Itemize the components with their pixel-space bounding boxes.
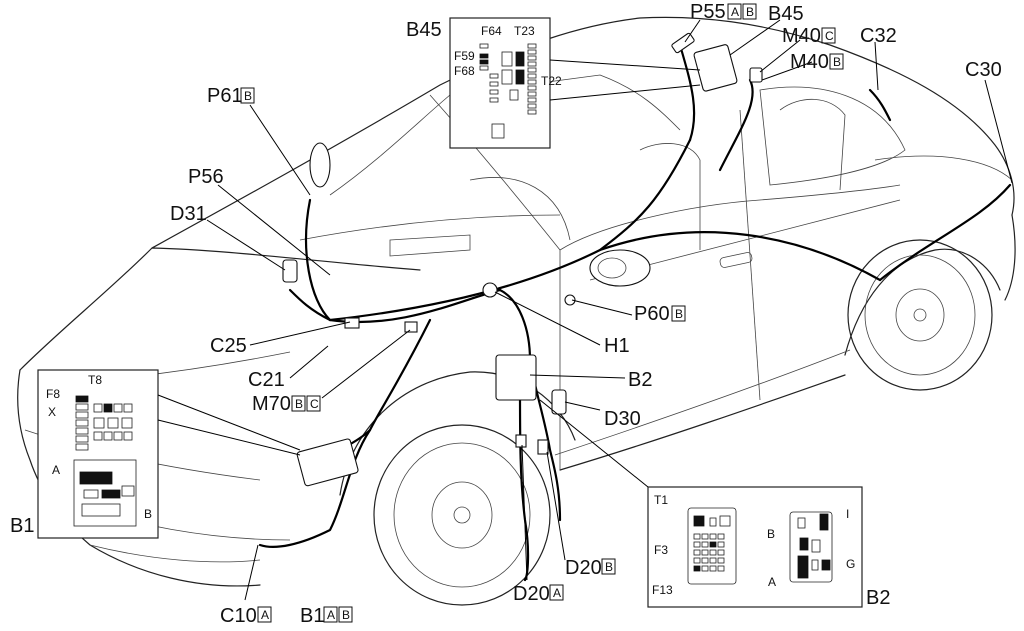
inset-b45: F64 T23 F59 F68 T22 [449,17,701,149]
inset-b1: T8 F8 X A B [37,369,301,539]
rear-wheel [847,239,993,391]
b45-label-f64: F64 [481,24,502,38]
label-b1-bottom-suffix-b: B [342,608,350,622]
b1-label-b: B [144,507,152,521]
b1-label-f8: F8 [46,387,60,401]
b2-label-t1: T1 [654,493,668,507]
b45-label-f59: F59 [454,49,475,63]
b2-label-g: G [846,557,855,571]
label-c32: C32 [860,25,897,47]
label-p61: P61 [207,85,243,107]
b2-label-i: I [846,507,849,521]
label-b1-bottom: B1 [300,605,324,627]
label-p60: P60 [634,303,670,325]
label-p55-suffix-b: B [746,5,754,19]
label-p55-suffix-a: A [731,5,739,19]
b1-label-t8: T8 [88,373,102,387]
label-d31: D31 [170,203,207,225]
label-b2-inset: B2 [866,587,890,609]
components [282,32,763,487]
b45-label-f68: F68 [454,64,475,78]
b1-label-a: A [52,463,60,477]
label-p60-suffix: B [675,307,683,321]
label-c10-suffix: A [261,608,269,622]
b2-label-b: B [767,527,775,541]
label-b45-left: B45 [406,19,442,41]
label-d20-a-suffix: A [553,586,561,600]
label-p56: P56 [188,166,224,188]
label-c25: C25 [210,335,247,357]
label-b2-main: B2 [628,369,652,391]
label-c10: C10 [220,605,257,627]
label-c21: C21 [248,369,285,391]
b2-label-a: A [768,575,776,589]
inset-b2: T1 F3 F13 I B G A [539,399,863,608]
label-c30: C30 [965,59,1002,81]
b45-label-t22: T22 [541,74,562,88]
label-p55: P55 [690,1,726,23]
label-d20-b: D20 [565,557,602,579]
label-b1-bottom-suffix-a: A [327,608,335,622]
label-m70-suffix-b: B [295,397,303,411]
label-m70-suffix-c: C [310,397,319,411]
label-d20-a: D20 [513,583,550,605]
label-d20-b-suffix: B [605,560,613,574]
label-b45-top: B45 [768,3,804,25]
label-m40-c: M40 [782,25,821,47]
callout-labels: P55 A B B45 M40 C M40 B C32 C30 B45 P61 … [10,1,1002,627]
label-m70: M70 [252,393,291,415]
b1-label-x: X [48,405,56,419]
label-h1: H1 [604,335,630,357]
b2-label-f13: F13 [652,583,673,597]
label-b1-inset: B1 [10,515,34,537]
label-m40-b: M40 [790,51,829,73]
label-m40-c-suffix: C [825,29,834,43]
label-p61-suffix: B [244,89,252,103]
leader-lines [206,19,1013,601]
front-wheel [373,424,551,606]
label-m40-b-suffix: B [833,55,841,69]
label-d30: D30 [604,408,641,430]
b2-label-f3: F3 [654,543,668,557]
b45-label-t23: T23 [514,24,535,38]
